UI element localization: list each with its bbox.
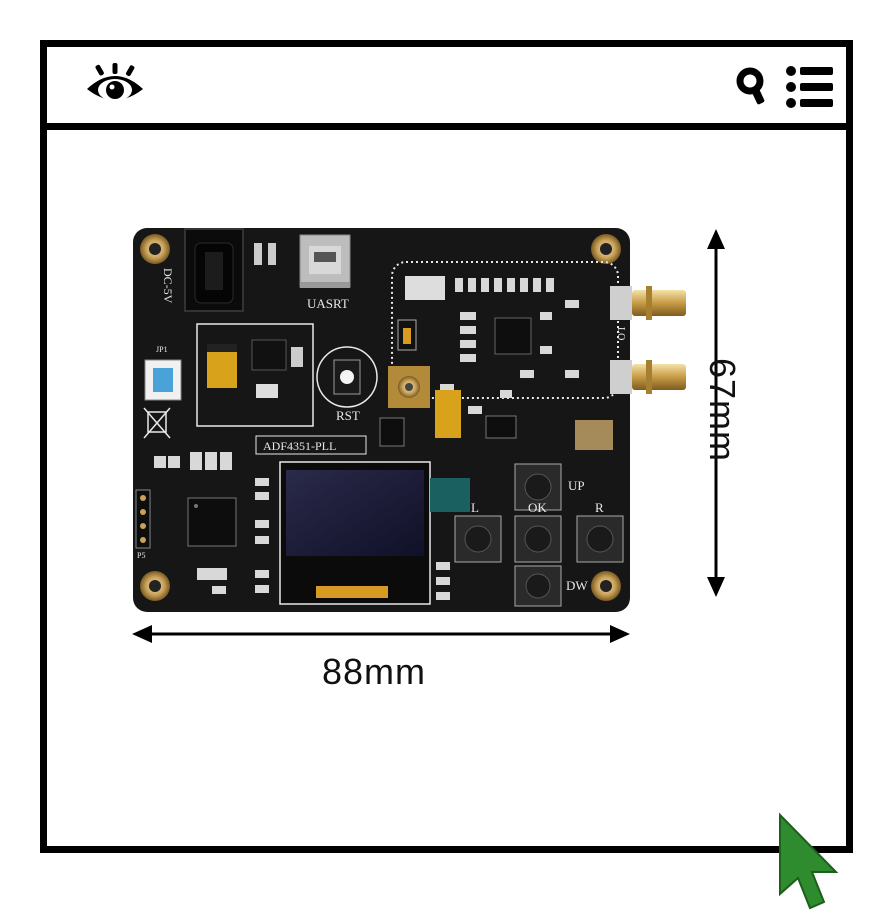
button-label-down: DW <box>566 578 588 593</box>
lo-label: LO <box>615 327 626 340</box>
window-toolbar <box>47 47 846 130</box>
dc-jack <box>184 228 244 312</box>
smd-components <box>154 278 579 600</box>
mounting-hole <box>140 571 170 601</box>
weee-symbol <box>143 407 171 439</box>
button-ok[interactable] <box>514 515 562 563</box>
button-label-left: L <box>471 500 479 515</box>
oled-display <box>279 461 470 605</box>
pin-header <box>135 489 151 549</box>
reset-button[interactable] <box>316 346 378 408</box>
eye-icon[interactable] <box>83 63 147 109</box>
mounting-hole <box>591 571 621 601</box>
regulator-block <box>196 323 314 427</box>
diode <box>268 243 276 265</box>
chip <box>485 415 517 439</box>
crystal-oscillator <box>388 366 430 408</box>
button-left[interactable] <box>454 515 502 563</box>
header-label: P5 <box>137 551 145 560</box>
height-dimension-arrow <box>707 229 725 597</box>
microcontroller <box>187 497 237 547</box>
chip <box>379 417 405 447</box>
jumper-label: JP1 <box>156 345 168 354</box>
button-label-right: R <box>595 500 604 515</box>
button-label-ok: OK <box>528 500 547 515</box>
button-right[interactable] <box>576 515 624 563</box>
model-label: ADF4351-PLL <box>263 439 336 453</box>
mounting-hole <box>591 234 621 264</box>
usb-port <box>299 234 351 288</box>
search-icon[interactable] <box>735 67 769 107</box>
sma-connector <box>610 360 686 394</box>
model-label-box: ADF4351-PLL <box>255 435 367 455</box>
menu-list-icon[interactable] <box>785 65 835 111</box>
sma-connector <box>610 286 686 320</box>
rf-section <box>391 261 619 450</box>
jumper[interactable] <box>144 359 182 401</box>
mounting-hole <box>140 234 170 264</box>
reset-label: RST <box>336 408 360 423</box>
button-up[interactable] <box>514 463 562 511</box>
diode <box>254 243 262 265</box>
button-label-up: UP <box>568 478 585 493</box>
usb-label: UASRT <box>307 296 349 311</box>
button-down[interactable] <box>514 565 562 607</box>
cursor-pointer-icon <box>779 812 839 910</box>
width-dimension-arrow <box>132 625 630 643</box>
height-label: 67mm <box>702 357 743 463</box>
power-label: DC-5V <box>161 268 175 304</box>
width-label: 88mm <box>322 651 427 692</box>
tantalum-capacitor <box>435 390 461 438</box>
